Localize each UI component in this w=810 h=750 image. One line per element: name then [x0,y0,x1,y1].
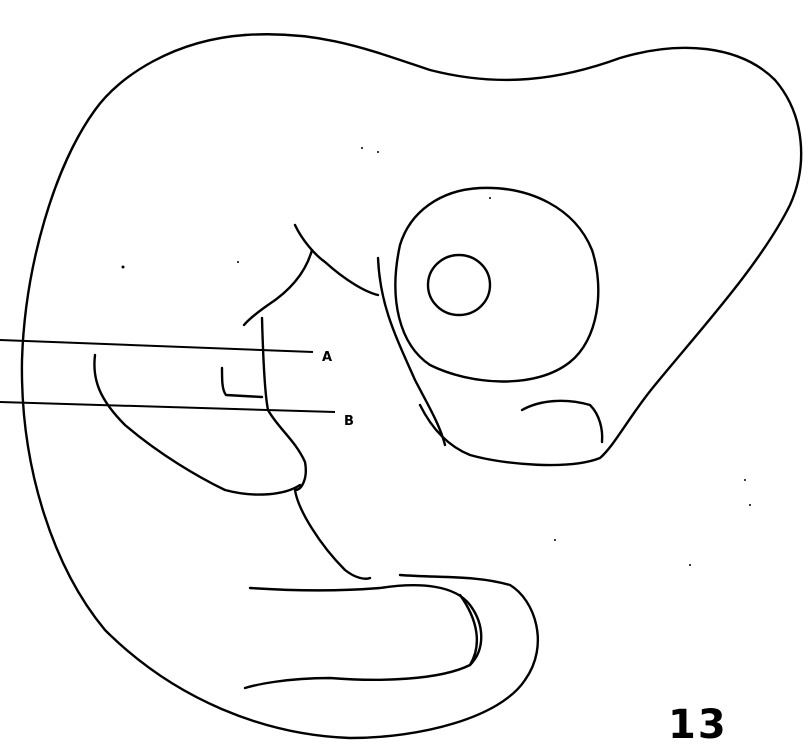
neck-groove [262,318,370,579]
eye-pupil [428,255,490,315]
label-b: B [344,414,354,429]
head-outline [245,34,801,465]
leader-line-a [0,340,313,352]
jaw-process [522,401,602,442]
pharyngeal-arch-mid [244,250,312,325]
tail-crease [460,595,477,665]
upper-limb-bud [94,355,300,495]
eye-cheek-line [378,258,445,445]
leader-line-b [0,402,335,412]
eye-outer [395,188,598,382]
label-a: A [322,350,332,365]
arch-bracket [222,368,262,397]
figure-number: 13 [668,702,728,748]
lower-limb-bud [245,585,481,688]
scan-specks [122,147,752,566]
